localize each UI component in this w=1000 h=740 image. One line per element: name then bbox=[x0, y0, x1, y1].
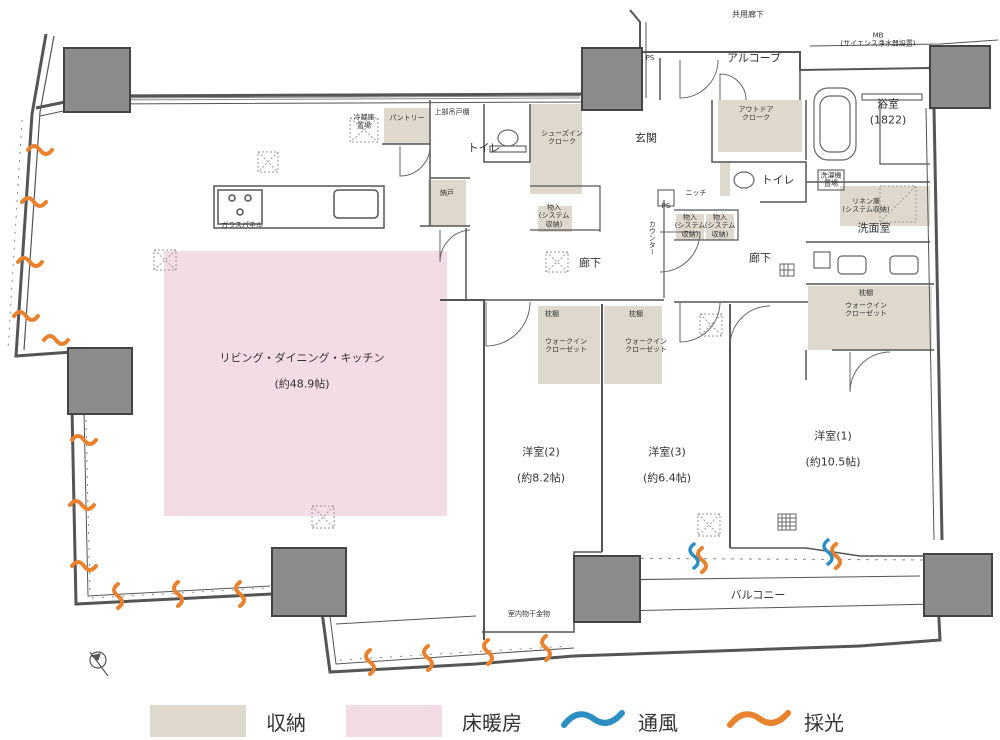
entrance-label: 玄関 bbox=[635, 131, 657, 145]
wic3-label: ウォークイン クローゼット bbox=[845, 301, 887, 318]
ps1-label: PS bbox=[645, 53, 655, 62]
shelf3-label: 枕棚 bbox=[859, 288, 873, 297]
western3-size: (約6.4帖) bbox=[642, 471, 692, 485]
column-w bbox=[67, 347, 133, 415]
toilet1-label: トイレ bbox=[467, 141, 501, 155]
shelf2-label: 枕棚 bbox=[629, 309, 643, 318]
counter-label: カウンター bbox=[648, 220, 657, 256]
mono3-area bbox=[706, 214, 734, 240]
column-s bbox=[573, 555, 641, 623]
legend-storage-label: 収納 bbox=[266, 710, 306, 735]
niche-label: ニッチ bbox=[685, 188, 707, 197]
washroom-label: 洗面室 bbox=[857, 221, 891, 235]
western3-label: 洋室(3) bbox=[648, 445, 686, 459]
wic1-label: ウォークイン クローゼット bbox=[545, 337, 587, 354]
wic1-area bbox=[538, 306, 600, 384]
legend-daylight-label: 採光 bbox=[804, 710, 844, 735]
mono-system3-label: 物入 (システム 収納) bbox=[704, 213, 736, 239]
mono1-area bbox=[538, 206, 572, 232]
grid-vents bbox=[777, 263, 797, 531]
pantry-label: パントリー bbox=[389, 113, 425, 122]
corridor1-label: 廊下 bbox=[579, 256, 601, 270]
pantry-area bbox=[384, 108, 430, 144]
ldk-size: (約48.9帖) bbox=[274, 377, 330, 391]
ldk-label: リビング・ダイニング・キッチン bbox=[219, 351, 385, 365]
toilet2-label: トイレ bbox=[761, 173, 795, 187]
wic2-area bbox=[604, 306, 662, 384]
western1-size: (約10.5帖) bbox=[805, 455, 861, 469]
daylight-arrows bbox=[12, 144, 842, 676]
nando-area bbox=[428, 180, 466, 226]
legend-ventilation-label: 通風 bbox=[638, 710, 678, 735]
compass-icon bbox=[89, 651, 109, 677]
ventilation-arrows bbox=[688, 538, 834, 570]
column-n bbox=[581, 47, 643, 111]
cabinet-marks bbox=[153, 117, 917, 537]
kitchen-island bbox=[213, 185, 385, 229]
legend-storage: 収納 bbox=[150, 704, 306, 738]
bath-size: (1822) bbox=[869, 113, 907, 127]
common-corridor-label: 共用廊下 bbox=[732, 10, 764, 20]
doors bbox=[399, 59, 891, 393]
storage-swatch bbox=[150, 705, 246, 737]
indoor-dryer-label: 室内物干金物 bbox=[508, 609, 550, 618]
columns bbox=[63, 45, 993, 623]
bath-label: 浴室 bbox=[877, 97, 899, 111]
balcony-label: バルコニー bbox=[730, 588, 786, 602]
ventilation-icon bbox=[561, 710, 625, 728]
fridge-label: 冷蔵庫 置場 bbox=[353, 113, 375, 130]
glass-panel-label: ガラスパネル bbox=[221, 220, 263, 229]
corridor2-label: 廊下 bbox=[749, 251, 771, 265]
shoes-in-area bbox=[530, 104, 582, 194]
floor-heating-swatch bbox=[346, 705, 442, 737]
upper-cabinet-label: 上部吊戸棚 bbox=[434, 107, 470, 116]
mono2-area bbox=[676, 214, 704, 240]
column-se bbox=[923, 553, 993, 617]
ps2-label: PS bbox=[661, 201, 671, 210]
outdoor-label: アウトドア クローク bbox=[738, 105, 774, 122]
shelf1-label: 枕棚 bbox=[545, 309, 559, 318]
legend-floor-heating-label: 床暖房 bbox=[462, 710, 522, 735]
legend-floor-heating: 床暖房 bbox=[346, 704, 522, 738]
wic2-label: ウォークイン クローゼット bbox=[625, 337, 667, 354]
mono-system2-label: 物入 (システム 収納) bbox=[674, 213, 706, 239]
wic3-area bbox=[808, 286, 932, 350]
toilet2-storage bbox=[720, 162, 730, 196]
legend-daylight: 採光 bbox=[726, 704, 844, 738]
western1-label: 洋室(1) bbox=[814, 429, 852, 443]
linen-label: リネン庫 (システム収納) bbox=[842, 197, 890, 214]
daylight-icon bbox=[727, 710, 791, 728]
column-nw bbox=[63, 47, 131, 113]
column-sw bbox=[271, 547, 347, 617]
nando-label: 納戸 bbox=[440, 188, 454, 197]
alcove-label: アルコーブ bbox=[726, 51, 782, 65]
floor-heating-area bbox=[164, 251, 447, 516]
western2-label: 洋室(2) bbox=[522, 445, 560, 459]
column-ne bbox=[929, 45, 991, 109]
outdoor-area bbox=[718, 100, 802, 152]
western2-size: (約8.2帖) bbox=[516, 471, 566, 485]
mono-system1-label: 物入 (システム 収納) bbox=[538, 203, 570, 229]
fixtures-lines bbox=[489, 87, 923, 275]
shoes-in-label: シューズイン クローク bbox=[541, 129, 583, 146]
washer-label: 洗濯機 置場 bbox=[820, 171, 842, 188]
legend-ventilation: 通風 bbox=[560, 704, 678, 738]
linen-area bbox=[840, 186, 930, 226]
storage-areas bbox=[384, 100, 932, 384]
mb-label: MB (サイエンス浄水器設置) bbox=[840, 31, 916, 48]
